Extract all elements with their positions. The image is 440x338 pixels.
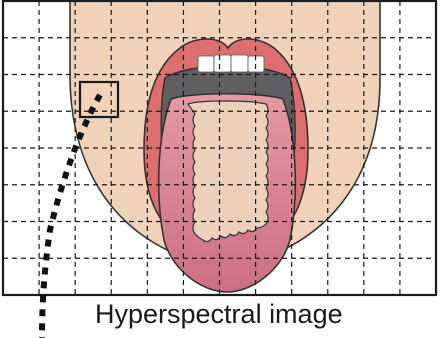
teeth-icon bbox=[198, 55, 264, 72]
caption-hyperspectral-image: Hyperspectral image bbox=[95, 301, 343, 328]
